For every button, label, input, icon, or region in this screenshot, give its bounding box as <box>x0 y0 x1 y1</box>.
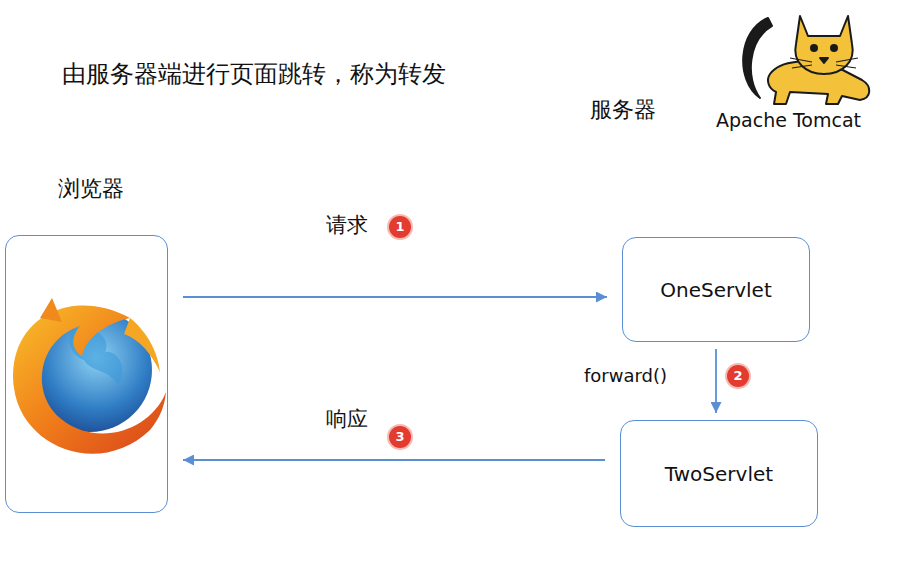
servlet-box: TwoServlet <box>620 420 818 527</box>
callout-number: 1 <box>389 216 411 238</box>
page-title: 由服务器端进行页面跳转，称为转发 <box>62 58 446 90</box>
server-region: 服务器OneServletTwoServlet <box>570 150 906 565</box>
firefox-icon <box>13 298 166 454</box>
servlet-box: OneServlet <box>622 237 810 342</box>
edge-label: forward() <box>584 365 667 386</box>
callout-number: 2 <box>727 365 749 387</box>
logo-text: Apache Tomcat <box>716 109 861 131</box>
callout-number: 3 <box>389 426 411 448</box>
node-heading: 浏览器 <box>58 174 124 204</box>
node-label: TwoServlet <box>665 462 773 486</box>
node-label: OneServlet <box>660 278 771 302</box>
node-heading: 服务器 <box>590 95 656 125</box>
flow-arrow <box>183 459 605 461</box>
edge-label: 请求 <box>326 211 368 239</box>
flow-arrow <box>183 296 607 298</box>
edge-label: 响应 <box>326 405 368 433</box>
flow-arrow <box>715 349 717 413</box>
tomcat-logo <box>743 16 869 104</box>
browser-box: 浏览器 <box>5 235 168 513</box>
